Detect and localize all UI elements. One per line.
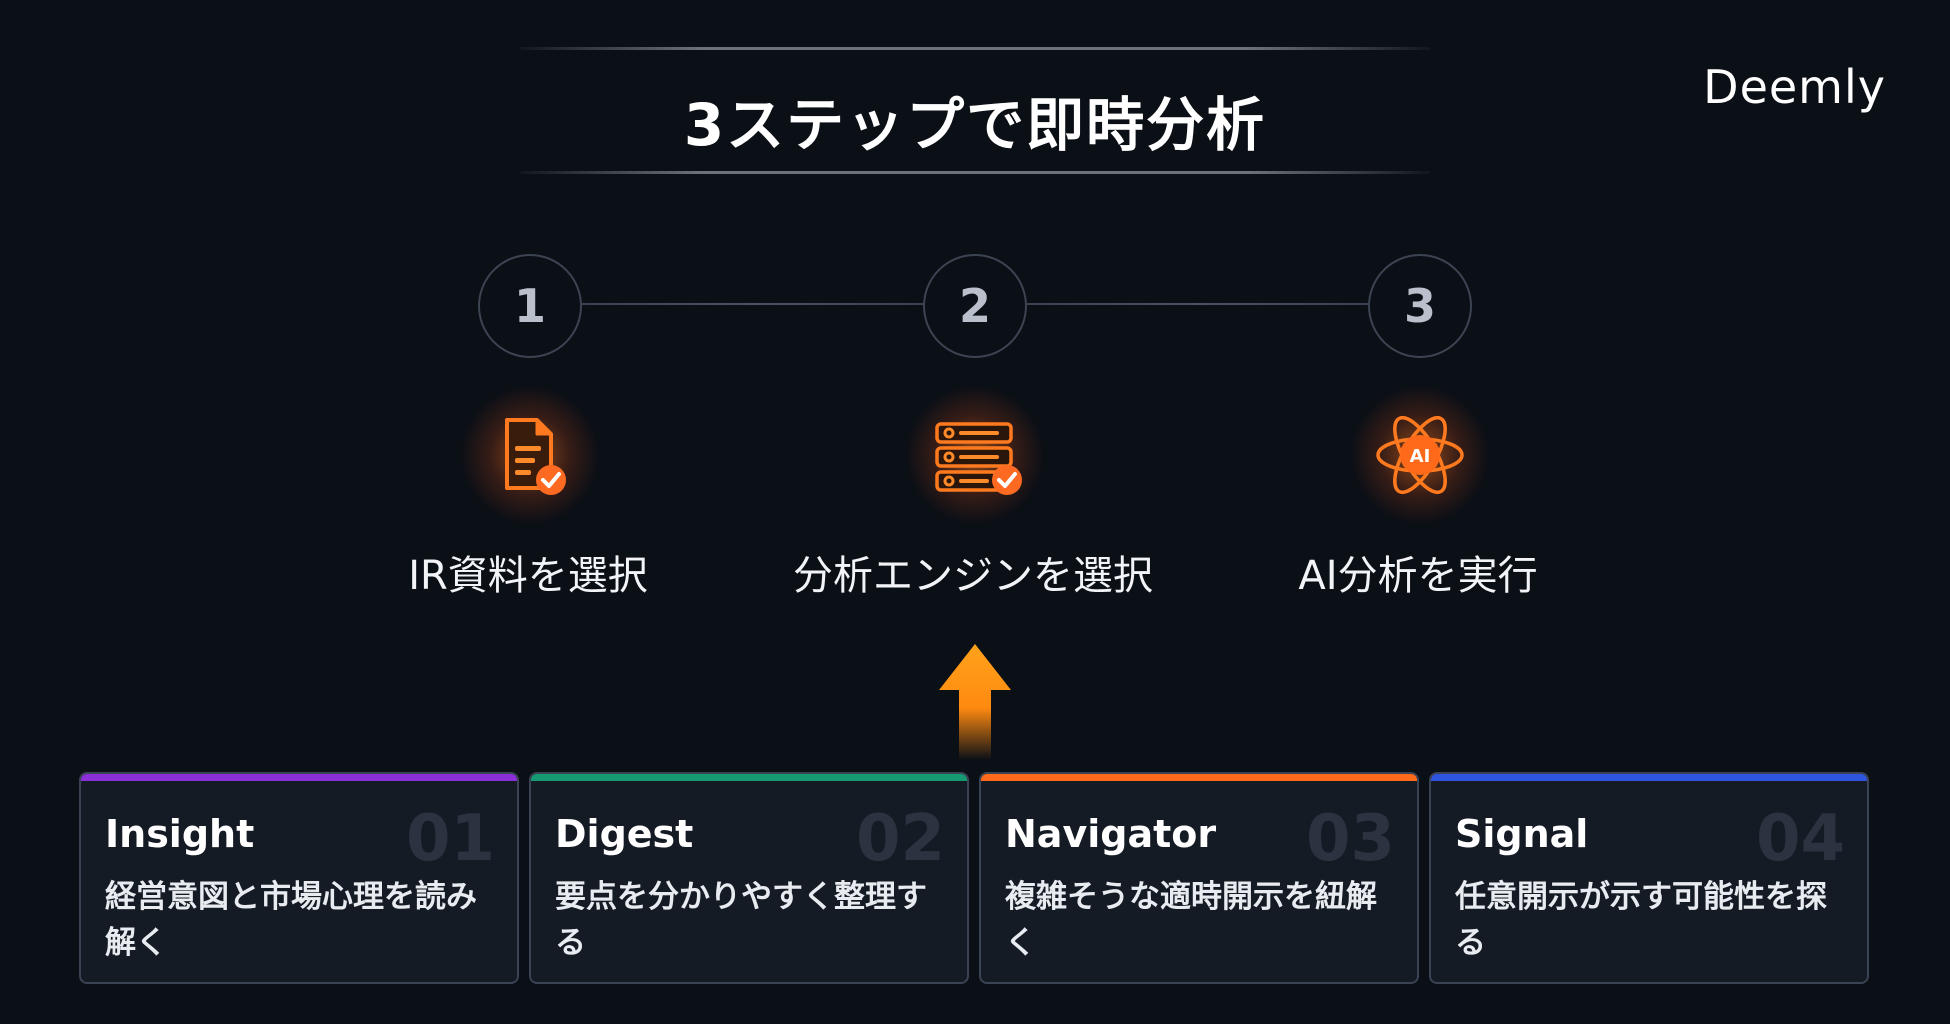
step-number-3: 3 (1368, 254, 1472, 358)
engine-card-signal[interactable]: 04 Signal 任意開示が示す可能性を探る (1429, 772, 1869, 984)
title-divider-bottom (520, 171, 1430, 174)
engine-card-digest[interactable]: 02 Digest 要点を分かりやすく整理する (529, 772, 969, 984)
card-number: 03 (1305, 802, 1395, 876)
arrow-up-icon (939, 644, 1011, 760)
step-number-1: 1 (478, 254, 582, 358)
document-check-icon (460, 385, 600, 525)
engine-card-navigator[interactable]: 03 Navigator 複雑そうな適時開示を紐解く (979, 772, 1419, 984)
card-title: Navigator (1005, 812, 1217, 856)
server-list-check-icon (905, 385, 1045, 525)
card-description: 経営意図と市場心理を読み解く (105, 879, 477, 961)
card-number: 01 (405, 802, 495, 876)
card-description: 要点を分かりやすく整理する (555, 879, 927, 961)
card-number: 02 (855, 802, 945, 876)
card-title: Signal (1455, 812, 1589, 856)
step-label-1: IR資料を選択 (408, 553, 648, 599)
step-connector-2-3 (1026, 303, 1368, 305)
card-accent-bar (1431, 774, 1867, 781)
card-description: 任意開示が示す可能性を探る (1455, 879, 1827, 961)
page-title: 3ステップで即時分析 (683, 91, 1267, 159)
card-accent-bar (81, 774, 517, 781)
step-label-3: AI分析を実行 (1298, 553, 1538, 599)
card-accent-bar (531, 774, 967, 781)
card-number: 04 (1755, 802, 1845, 876)
card-title: Digest (555, 812, 694, 856)
ai-atom-icon: AI (1350, 385, 1490, 525)
step-label-2: 分析エンジンを選択 (793, 553, 1153, 599)
title-divider-top (520, 47, 1430, 50)
svg-text:AI: AI (1410, 446, 1431, 467)
brand-logo: Deemly (1703, 60, 1886, 114)
card-accent-bar (981, 774, 1417, 781)
step-number-2: 2 (923, 254, 1027, 358)
card-description: 複雑そうな適時開示を紐解く (1005, 879, 1377, 961)
engine-card-insight[interactable]: 01 Insight 経営意図と市場心理を読み解く (79, 772, 519, 984)
card-title: Insight (105, 812, 255, 856)
step-connector-1-2 (582, 303, 924, 305)
